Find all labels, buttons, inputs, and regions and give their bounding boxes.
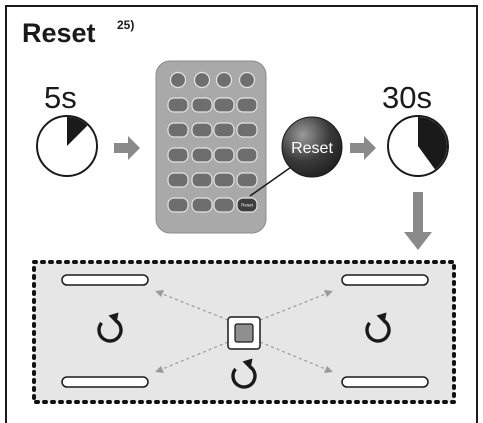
rotate-arrowhead	[242, 358, 253, 370]
remote-key	[238, 71, 256, 89]
arrowhead-icon	[155, 366, 164, 373]
remote-key	[236, 122, 258, 138]
remote-key	[167, 172, 189, 188]
reset-callout-label: Reset	[291, 140, 333, 157]
sensor-square-icon	[227, 316, 261, 350]
remote-key-reset	[236, 197, 258, 213]
remote-key-label: Reset	[241, 203, 254, 208]
timer-start-label: 5s	[44, 80, 77, 115]
title-footnote: 25)	[117, 18, 134, 32]
lamp-bar-icon	[341, 376, 429, 388]
sensor-lens	[234, 323, 254, 343]
remote-key	[191, 197, 213, 213]
signal-arrowheads	[155, 290, 333, 373]
remote-key	[236, 147, 258, 163]
remote-key	[236, 172, 258, 188]
signal-line	[159, 341, 229, 371]
callout-pointer	[249, 164, 295, 197]
remote-key	[167, 197, 189, 213]
remote-key	[169, 71, 187, 89]
remote-key	[167, 97, 189, 113]
arrowhead-icon	[324, 366, 333, 373]
remote-keypad: Reset	[167, 71, 258, 213]
remote-key	[167, 122, 189, 138]
reset-callout: Reset	[281, 116, 343, 178]
timer-end-label: 30s	[382, 80, 432, 115]
rotate-arc	[97, 318, 123, 343]
arrow-right-icon	[350, 136, 376, 160]
counterclockwise-rotate-icon	[365, 312, 391, 343]
remote-key	[213, 97, 235, 113]
rotate-arc	[231, 364, 257, 389]
remote-key	[191, 97, 213, 113]
rotate-arrowhead	[108, 312, 119, 324]
arrowhead-icon	[155, 290, 164, 297]
lamp-bar-icon	[61, 274, 149, 286]
remote-key	[193, 71, 211, 89]
timer-start-wedge	[67, 117, 88, 146]
arrowhead-icon	[324, 290, 333, 297]
rotate-arc	[365, 318, 391, 343]
remote-key	[167, 147, 189, 163]
remote-key	[236, 97, 258, 113]
rotate-arrowhead	[376, 312, 387, 324]
arrow-right-icon	[114, 136, 140, 160]
counterclockwise-rotate-icon	[97, 312, 123, 343]
signal-line	[259, 292, 329, 321]
signal-line	[259, 341, 329, 371]
lamp-bar-icon	[61, 376, 149, 388]
remote-key	[213, 122, 235, 138]
signal-lines	[159, 292, 329, 371]
remote-key	[213, 172, 235, 188]
remote-key	[215, 71, 233, 89]
remote-key	[191, 122, 213, 138]
remote-key	[191, 147, 213, 163]
arrow-down-icon	[404, 192, 432, 250]
remote-control: Reset	[155, 60, 267, 234]
counterclockwise-rotate-icon	[231, 358, 257, 389]
timer-end-clock	[387, 115, 449, 177]
remote-key	[213, 197, 235, 213]
lamp-bar-icon	[341, 274, 429, 286]
remote-key	[213, 147, 235, 163]
reset-callout-circle	[281, 116, 343, 178]
timer-start-clock	[36, 115, 98, 177]
signal-line	[159, 292, 229, 321]
page-title: Reset	[22, 18, 96, 48]
timer-end-wedge	[418, 117, 448, 170]
remote-key	[191, 172, 213, 188]
